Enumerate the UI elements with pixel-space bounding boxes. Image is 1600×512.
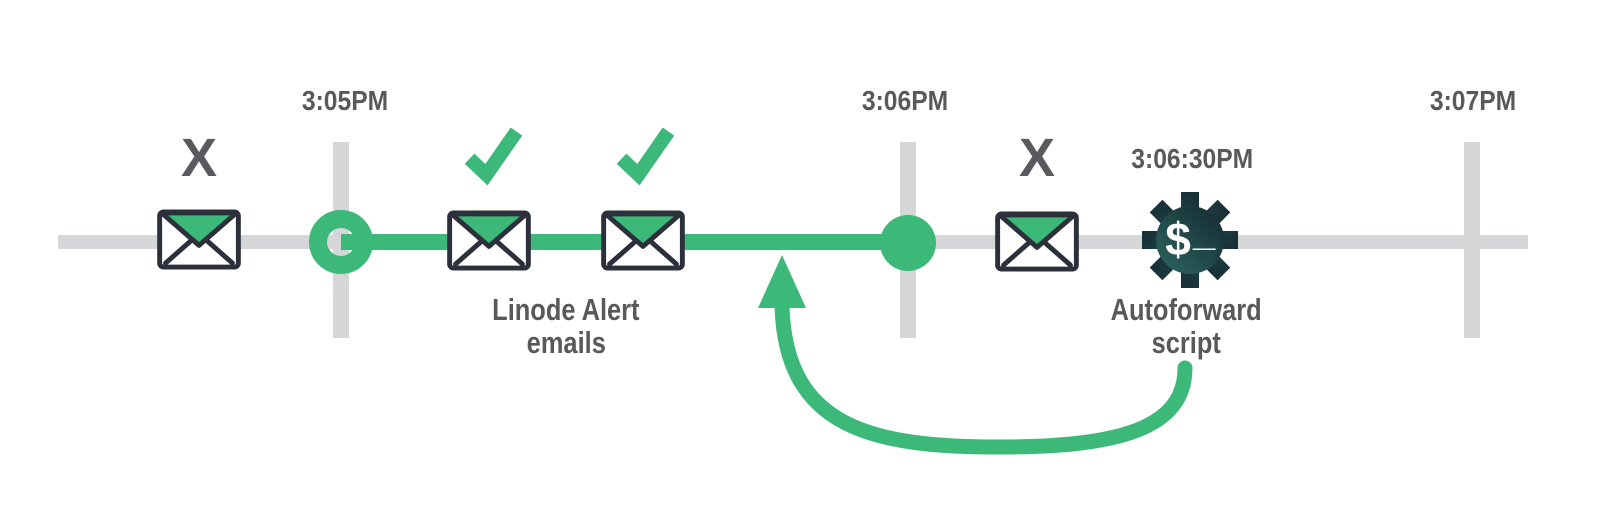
arrow-head: [758, 255, 806, 308]
time-label-3-06-30: 3:06:30PM: [1082, 143, 1302, 175]
caption-line: script: [1151, 325, 1221, 360]
missed-x-mark: X: [159, 131, 239, 185]
envelope-icon: [447, 210, 531, 271]
time-text: 3:07PM: [1429, 85, 1517, 116]
time-label-3-06: 3:06PM: [795, 85, 1015, 117]
dollar-glyph: $: [1165, 213, 1191, 265]
envelope-icon: [995, 211, 1079, 272]
time-text: 3:06:30PM: [1131, 143, 1253, 174]
x-glyph: X: [1018, 128, 1056, 188]
delivered-check-icon: [464, 127, 523, 186]
envelope-icon: [157, 209, 241, 270]
tick-3-07: [1464, 142, 1480, 338]
autoforward-script-label: Autoforward script: [1036, 293, 1336, 359]
time-label-3-07: 3:07PM: [1363, 85, 1583, 117]
dot-marker-3-06: [880, 215, 936, 271]
envelope-icon: [601, 210, 685, 271]
time-label-3-05: 3:05PM: [235, 85, 455, 117]
linode-alert-emails-label: Linode Alert emails: [416, 293, 716, 359]
gear-dollar-icon: $ _: [1142, 192, 1238, 288]
time-text: 3:06PM: [861, 85, 949, 116]
time-text: 3:05PM: [301, 85, 389, 116]
caption-line: Autoforward: [1110, 292, 1262, 327]
x-glyph: X: [180, 128, 218, 188]
ring-marker-3-05: [309, 210, 373, 274]
missed-x-mark: X: [997, 131, 1077, 185]
caption-line: emails: [526, 325, 606, 360]
caption-line: Linode Alert: [492, 292, 640, 327]
delivered-check-icon: [616, 127, 675, 186]
underscore-glyph: _: [1192, 210, 1216, 254]
